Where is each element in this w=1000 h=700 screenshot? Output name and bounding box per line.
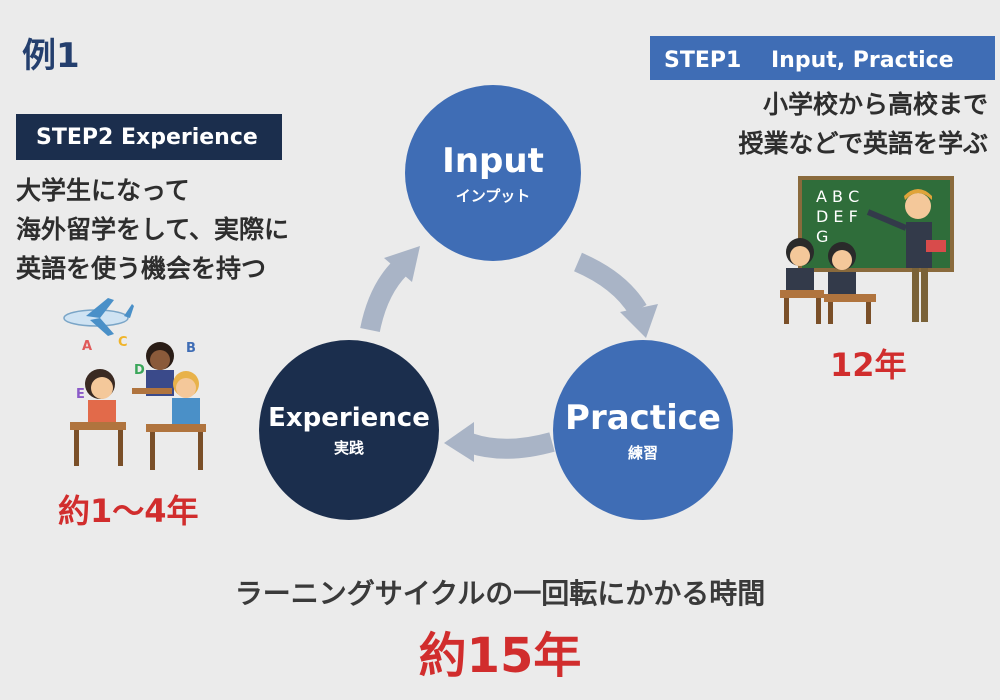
study-abroad-illustration: A C B D E — [63, 298, 206, 470]
cycle-node-practice-title: Practice — [565, 397, 721, 438]
cycle-node-experience: Experience 実践 — [259, 340, 439, 520]
page-title: 例1 — [22, 36, 80, 76]
cycle-node-experience-sub: 実践 — [333, 438, 364, 457]
step2-description: 大学生になって 海外留学をして、実際に 英語を使う機会を持つ — [16, 172, 289, 288]
arrow-practice-to-experience — [444, 422, 555, 462]
floating-letter-4: D — [134, 363, 145, 378]
step2-desc-line-1: 大学生になって — [16, 176, 190, 205]
step1-description: 小学校から高校まで 授業などで英語を学ぶ — [738, 86, 988, 164]
step1-desc-line-1: 小学校から高校まで — [762, 90, 988, 119]
classroom-illustration: A B C D E F G — [780, 176, 954, 324]
airplane-icon — [63, 298, 134, 336]
arrow-input-to-practice — [573, 252, 658, 338]
total-time: 約15年 — [418, 628, 582, 684]
floating-letter-5: E — [76, 387, 85, 402]
step1-desc-line-2: 授業などで英語を学ぶ — [738, 128, 988, 158]
board-letters-3: G — [816, 227, 828, 246]
cycle-node-experience-title: Experience — [268, 402, 430, 433]
arrow-experience-to-input — [360, 246, 420, 333]
step2-label-box: STEP2 Experience — [16, 114, 282, 160]
floating-letter-1: A — [82, 339, 92, 354]
board-letters-2: D E F — [816, 207, 858, 226]
cycle-node-practice: Practice 練習 — [553, 340, 733, 520]
floating-letter-2: C — [118, 335, 128, 350]
cycle-node-practice-sub: 練習 — [627, 443, 658, 462]
floating-letter-3: B — [186, 341, 196, 356]
cycle-node-input-sub: インプット — [455, 186, 531, 205]
step1-label: STEP1 Input, Practice — [664, 48, 954, 73]
step2-years: 約1～4年 — [58, 492, 199, 530]
cycle-time-caption: ラーニングサイクルの一回転にかかる時間 — [234, 577, 766, 610]
step2-desc-line-2: 海外留学をして、実際に — [16, 214, 290, 244]
cycle-node-input-title: Input — [442, 140, 544, 181]
board-letters-1: A B C — [816, 187, 859, 206]
step2-label: STEP2 Experience — [36, 124, 258, 150]
step2-desc-line-3: 英語を使う機会を持つ — [16, 253, 267, 283]
cycle-node-input: Input インプット — [405, 85, 581, 261]
step1-label-box: STEP1 Input, Practice — [650, 36, 995, 80]
step1-years: 12年 — [830, 346, 907, 384]
